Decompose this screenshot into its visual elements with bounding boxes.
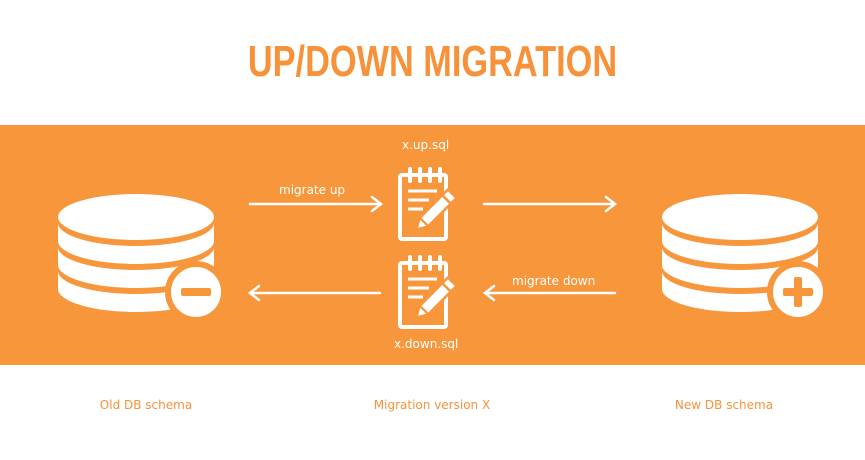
caption-migration-version: Migration version X xyxy=(373,398,491,412)
arrow-down-to-old xyxy=(247,284,382,302)
caption-old-schema: Old DB schema xyxy=(99,398,193,412)
up-file-label: x.up.sql xyxy=(402,138,450,152)
arrow-migrate-down xyxy=(482,284,617,302)
new-db-icon xyxy=(662,194,829,323)
up-file-icon xyxy=(398,167,459,241)
page-title: UP/DOWN MIGRATION xyxy=(247,37,618,86)
migrate-down-label: migrate down xyxy=(512,274,596,288)
migrate-up-label: migrate up xyxy=(279,183,346,197)
arrow-migrate-up xyxy=(248,195,384,213)
down-file-icon xyxy=(398,255,459,329)
arrow-up-to-new xyxy=(482,195,618,213)
down-file-label: x.down.sql xyxy=(394,337,459,351)
old-db-icon xyxy=(58,194,227,323)
diagram-canvas xyxy=(58,167,829,329)
caption-new-schema: New DB schema xyxy=(674,398,774,412)
diagram-band: x.up.sql migrate up migrate down x.down.… xyxy=(0,125,865,365)
